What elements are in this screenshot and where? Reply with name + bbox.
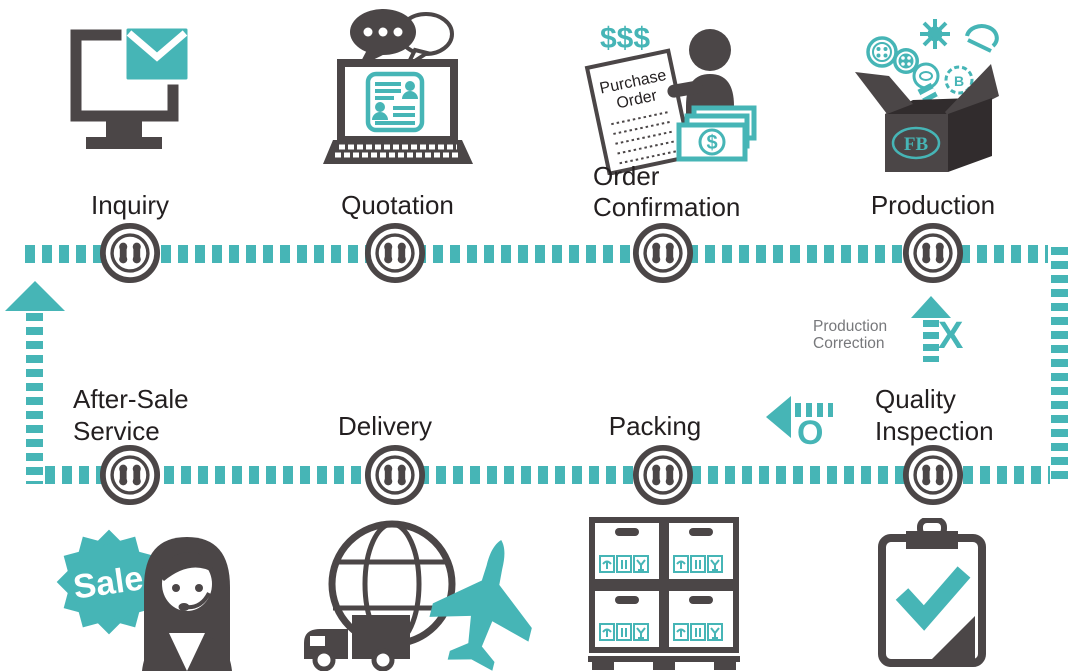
stage-label-quotation: Quotation — [341, 190, 454, 220]
button-node-icon — [99, 222, 161, 284]
pass-arrow-left-icon — [766, 396, 791, 438]
stage-label-production: Production — [870, 190, 996, 220]
button-node-icon — [364, 222, 426, 284]
button-node-icon — [99, 444, 161, 506]
pass-mark-o: O — [797, 414, 824, 452]
button-node-icon — [632, 222, 694, 284]
stage-label-inquiry: Inquiry — [90, 190, 170, 220]
process-line-bottom — [45, 466, 1050, 484]
svg-text:B: B — [954, 73, 964, 89]
stage-label-quality-inspection: Quality Inspection — [875, 384, 994, 446]
correction-arrow-up-icon — [911, 296, 951, 318]
money-stack-icon: $ — [676, 105, 757, 162]
production-correction-label: Production Correction — [813, 318, 888, 352]
button-node-icon — [632, 444, 694, 506]
stage-label-packing: Packing — [608, 411, 702, 441]
quotation-laptop-chat-icon — [323, 9, 473, 164]
pass-arrow-shaft — [795, 403, 833, 417]
button-node-icon — [902, 444, 964, 506]
svg-text:$: $ — [706, 132, 717, 154]
pallet — [588, 656, 740, 662]
inquiry-monitor-email-icon — [70, 25, 192, 149]
process-line-top — [25, 245, 1048, 263]
packing-boxes-icon — [588, 517, 740, 670]
truck-icon — [304, 615, 410, 671]
shipping-box — [663, 585, 739, 653]
inspection-clipboard-icon — [878, 518, 986, 667]
delivery-globe-plane-truck-icon — [304, 520, 532, 671]
laptop-keyboard — [323, 140, 473, 164]
airplane-icon — [429, 539, 532, 671]
shipping-box — [589, 585, 665, 653]
stage-label-order-confirmation: Order Confirmation — [593, 161, 741, 222]
folded-corner — [932, 616, 975, 659]
button-node-icon — [364, 444, 426, 506]
headset-mic-icon — [178, 603, 190, 611]
fail-mark-x: X — [938, 315, 964, 357]
shipping-box — [663, 517, 739, 585]
fb-emblem-icon — [891, 126, 941, 160]
checkmark-icon — [895, 566, 971, 631]
production-box-icon: B FB — [855, 19, 999, 172]
shipping-box — [589, 517, 665, 585]
purchase-order-document-icon: Purchase Order — [584, 48, 694, 175]
order-confirmation-icon: $$$ Purchase Order $ — [584, 22, 757, 175]
after-sale-service-icon: Sale — [56, 529, 232, 671]
support-agent-icon — [142, 537, 232, 671]
svg-text:FB: FB — [904, 134, 929, 155]
dollars-text: $$$ — [600, 22, 650, 55]
button-node-icon — [902, 222, 964, 284]
stage-label-after-sale-service: After-Sale Service — [73, 384, 189, 446]
correction-arrow-shaft — [923, 320, 939, 362]
process-line-right — [1051, 247, 1068, 484]
return-arrow-up-icon — [5, 281, 65, 311]
stage-label-delivery: Delivery — [338, 411, 432, 441]
sale-badge-icon: Sale — [56, 529, 162, 635]
flying-buttons-icon — [866, 19, 999, 95]
return-arrow-shaft — [26, 313, 43, 484]
